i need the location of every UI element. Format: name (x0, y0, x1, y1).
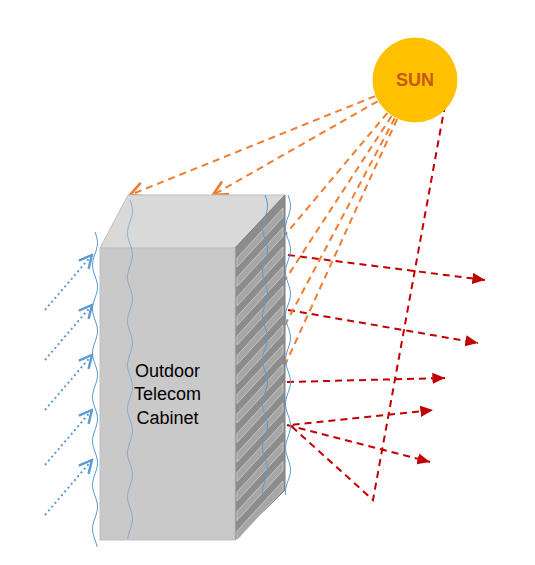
sun-label: SUN (396, 70, 434, 91)
cooling-fin (237, 481, 283, 540)
air-waves (93, 232, 98, 547)
air-wave (93, 232, 98, 547)
cabinet-side (235, 195, 285, 540)
air-wave (286, 195, 291, 495)
airflow-arrow (45, 410, 92, 465)
heat-ray (288, 310, 478, 343)
cabinet-label: Outdoor Telecom Cabinet (106, 360, 229, 430)
sun-ray (130, 96, 375, 195)
airflow-arrow (45, 460, 92, 515)
reflected-heat-rays (287, 105, 485, 500)
heat-ray (288, 255, 485, 280)
airflow-arrow (45, 305, 92, 360)
sun-circle: SUN (372, 37, 458, 123)
airflow-arrow (45, 355, 92, 410)
heat-ray (287, 378, 445, 382)
reflected-sun-ray (290, 105, 445, 500)
sun-ray (285, 118, 395, 325)
airflow-arrows (45, 255, 92, 515)
airflow-arrow (45, 255, 92, 310)
cabinet-front (100, 248, 235, 540)
sun-ray (285, 119, 397, 365)
heat-ray (287, 425, 430, 462)
cooling-fins (237, 208, 283, 540)
sun-disc (373, 38, 457, 122)
sun-ray (285, 116, 392, 280)
sun-ray (213, 101, 378, 195)
cabinet-box: Outdoor Telecom Cabinet (100, 195, 285, 540)
air-wave (128, 200, 133, 539)
air-wave (263, 195, 268, 495)
